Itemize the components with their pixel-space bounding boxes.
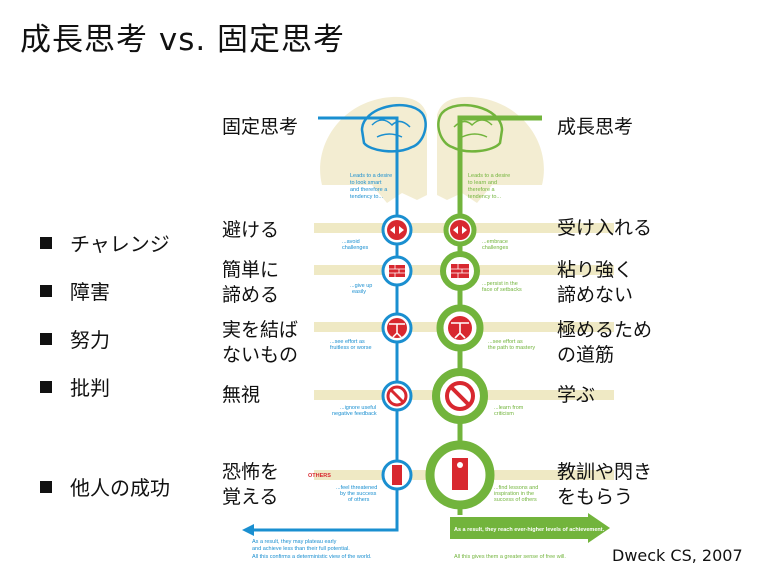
fixed-response: 実を結ば ないもの [222, 319, 299, 366]
growth-result-band [450, 517, 590, 539]
growth-response: 極めるため の道筋 [557, 319, 653, 366]
svg-text:easily: easily [352, 289, 366, 295]
category-label: チャレンジ [70, 232, 170, 256]
category-label: 他人の成功 [70, 476, 170, 500]
citation: Dweck CS, 2007 [612, 546, 743, 565]
growth-mindset-label: 成長思考 [557, 116, 634, 138]
svg-text:All this confirms a determinis: All this confirms a deterministic view o… [252, 554, 372, 560]
svg-text:success of others: success of others [494, 497, 537, 503]
svg-text:...avoid: ...avoid [342, 239, 360, 245]
fixed-arrow-icon [242, 524, 254, 536]
fixed-response: 簡単に 諦める [222, 259, 280, 306]
svg-text:...give up: ...give up [350, 283, 372, 289]
category-label: 批判 [70, 376, 110, 400]
svg-text:OTHERS: OTHERS [308, 473, 331, 479]
svg-text:face of setbacks: face of setbacks [482, 287, 522, 293]
svg-text:...feel threatened: ...feel threatened [336, 485, 377, 491]
svg-text:...persist in the: ...persist in the [482, 281, 518, 287]
category-item: 批判 [40, 372, 110, 401]
svg-text:...find lessons and: ...find lessons and [494, 485, 538, 491]
svg-text:...ignore useful: ...ignore useful [340, 405, 376, 411]
challenge-icon [387, 220, 470, 240]
svg-text:of others: of others [348, 497, 370, 503]
bullet-square-icon [40, 380, 52, 393]
growth-response: 受け入れる [557, 217, 653, 239]
bullet-square-icon [40, 284, 52, 297]
growth-brain-icon [437, 104, 504, 153]
category-item: チャレンジ [40, 228, 170, 257]
svg-text:fruitless or worse: fruitless or worse [330, 345, 372, 351]
brick-wall-icon [389, 264, 469, 278]
svg-text:inspiration in the: inspiration in the [494, 491, 534, 497]
weightlifter-icon [387, 316, 472, 340]
svg-text:the path to mastery: the path to mastery [488, 345, 535, 351]
svg-text:criticism: criticism [494, 411, 514, 417]
svg-text:challenges: challenges [342, 245, 369, 251]
svg-text:negative feedback: negative feedback [332, 411, 377, 417]
fixed-brain-icon [360, 104, 427, 153]
svg-text:All this gives them a greater: All this gives them a greater sense of f… [454, 554, 566, 560]
bullet-square-icon [40, 236, 52, 249]
category-label: 努力 [70, 328, 110, 352]
growth-response: 教訓や閃き をもらう [557, 461, 653, 508]
svg-text:by the success: by the success [340, 491, 377, 497]
svg-text:As a result, they reach ever-: As a result, they reach ever-higher leve… [454, 527, 605, 533]
growth-response: 粘り強く 諦めない [557, 259, 634, 306]
category-item: 障害 [40, 276, 110, 305]
growth-arrow-icon [588, 513, 610, 543]
growth-response: 学ぶ [557, 384, 596, 406]
bullet-square-icon [40, 332, 52, 345]
svg-text:...see effort as: ...see effort as [330, 339, 365, 345]
fixed-response: 避ける [222, 219, 280, 241]
svg-text:...see effort as: ...see effort as [488, 339, 523, 345]
svg-text:challenges: challenges [482, 245, 509, 251]
person-icon [392, 458, 468, 490]
category-item: 他人の成功 [40, 472, 170, 501]
no-sign-icon [386, 381, 475, 411]
svg-text:...learn from: ...learn from [494, 405, 524, 411]
category-item: 努力 [40, 324, 110, 353]
category-label: 障害 [70, 280, 110, 304]
fixed-mindset-label: 固定思考 [222, 116, 299, 138]
fixed-response: 恐怖を 覚える [222, 461, 280, 508]
page-title: 成長思考 vs. 固定思考 [20, 22, 346, 58]
bullet-square-icon [40, 480, 52, 493]
fixed-response: 無視 [222, 384, 261, 406]
fixed-head-silhouette [320, 96, 427, 203]
svg-text:...embrace: ...embrace [482, 239, 508, 245]
